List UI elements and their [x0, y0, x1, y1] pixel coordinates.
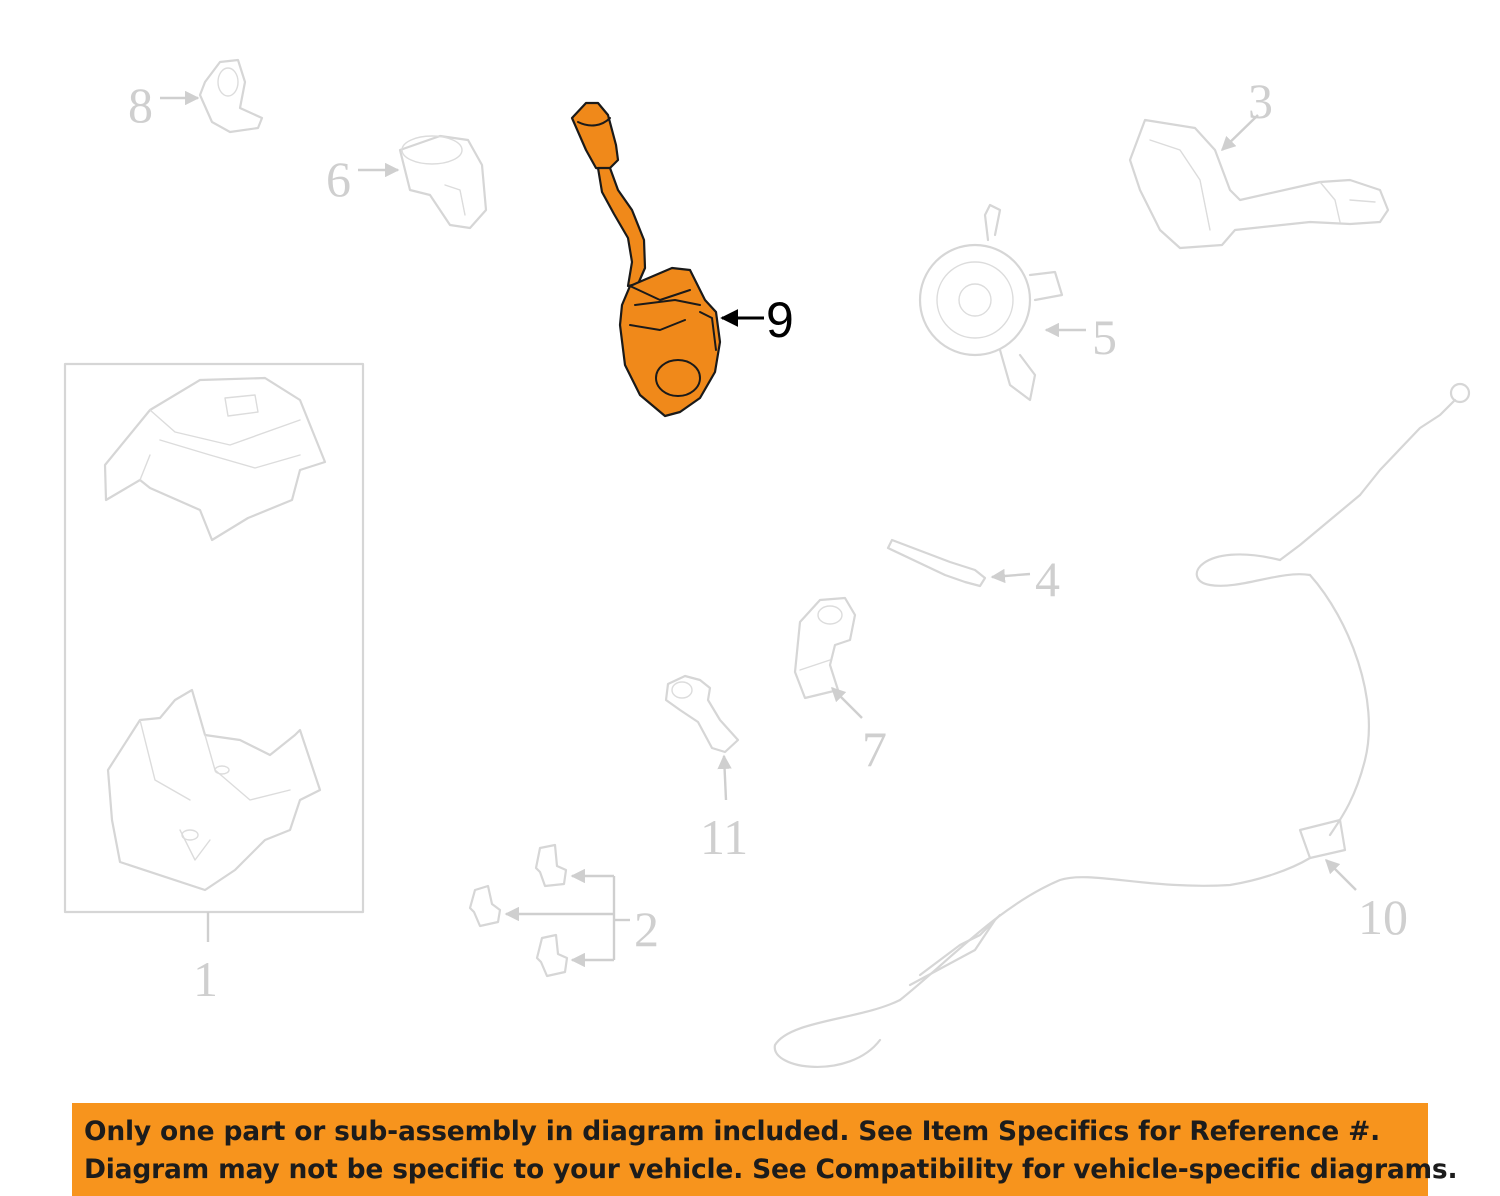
part-6-lock-cylinder: 6	[326, 134, 488, 230]
callout-8: 8	[128, 77, 153, 133]
callout-1: 1	[193, 951, 218, 1007]
callout-9: 9	[766, 292, 794, 348]
part-4-pin: 4	[886, 538, 1060, 607]
callout-2: 2	[634, 901, 659, 957]
notice-banner: Only one part or sub-assembly in diagram…	[72, 1103, 1458, 1196]
part-2-screws: 2	[468, 843, 659, 978]
callout-11: 11	[700, 809, 748, 865]
callout-4: 4	[1035, 551, 1060, 607]
part-9-multifunction-switch: 9	[570, 101, 794, 418]
part-7-sensor: 7	[793, 596, 887, 777]
notice-line-2: Diagram may not be specific to your vehi…	[84, 1154, 1458, 1185]
part-1-column-shroud: 1	[63, 362, 365, 1007]
callout-5: 5	[1092, 309, 1117, 365]
callout-6: 6	[326, 151, 351, 207]
part-3-combination-switch: 3	[1128, 73, 1390, 250]
notice-line-1: Only one part or sub-assembly in diagram…	[84, 1116, 1380, 1147]
part-8-bracket: 8	[128, 58, 264, 134]
part-10-shift-cable: 10	[773, 382, 1471, 1068]
callout-10: 10	[1358, 889, 1408, 945]
part-5-clockspring: 5	[918, 203, 1117, 402]
callout-7: 7	[862, 721, 887, 777]
part-11-sensor: 11	[664, 674, 748, 865]
callout-3: 3	[1248, 73, 1273, 129]
